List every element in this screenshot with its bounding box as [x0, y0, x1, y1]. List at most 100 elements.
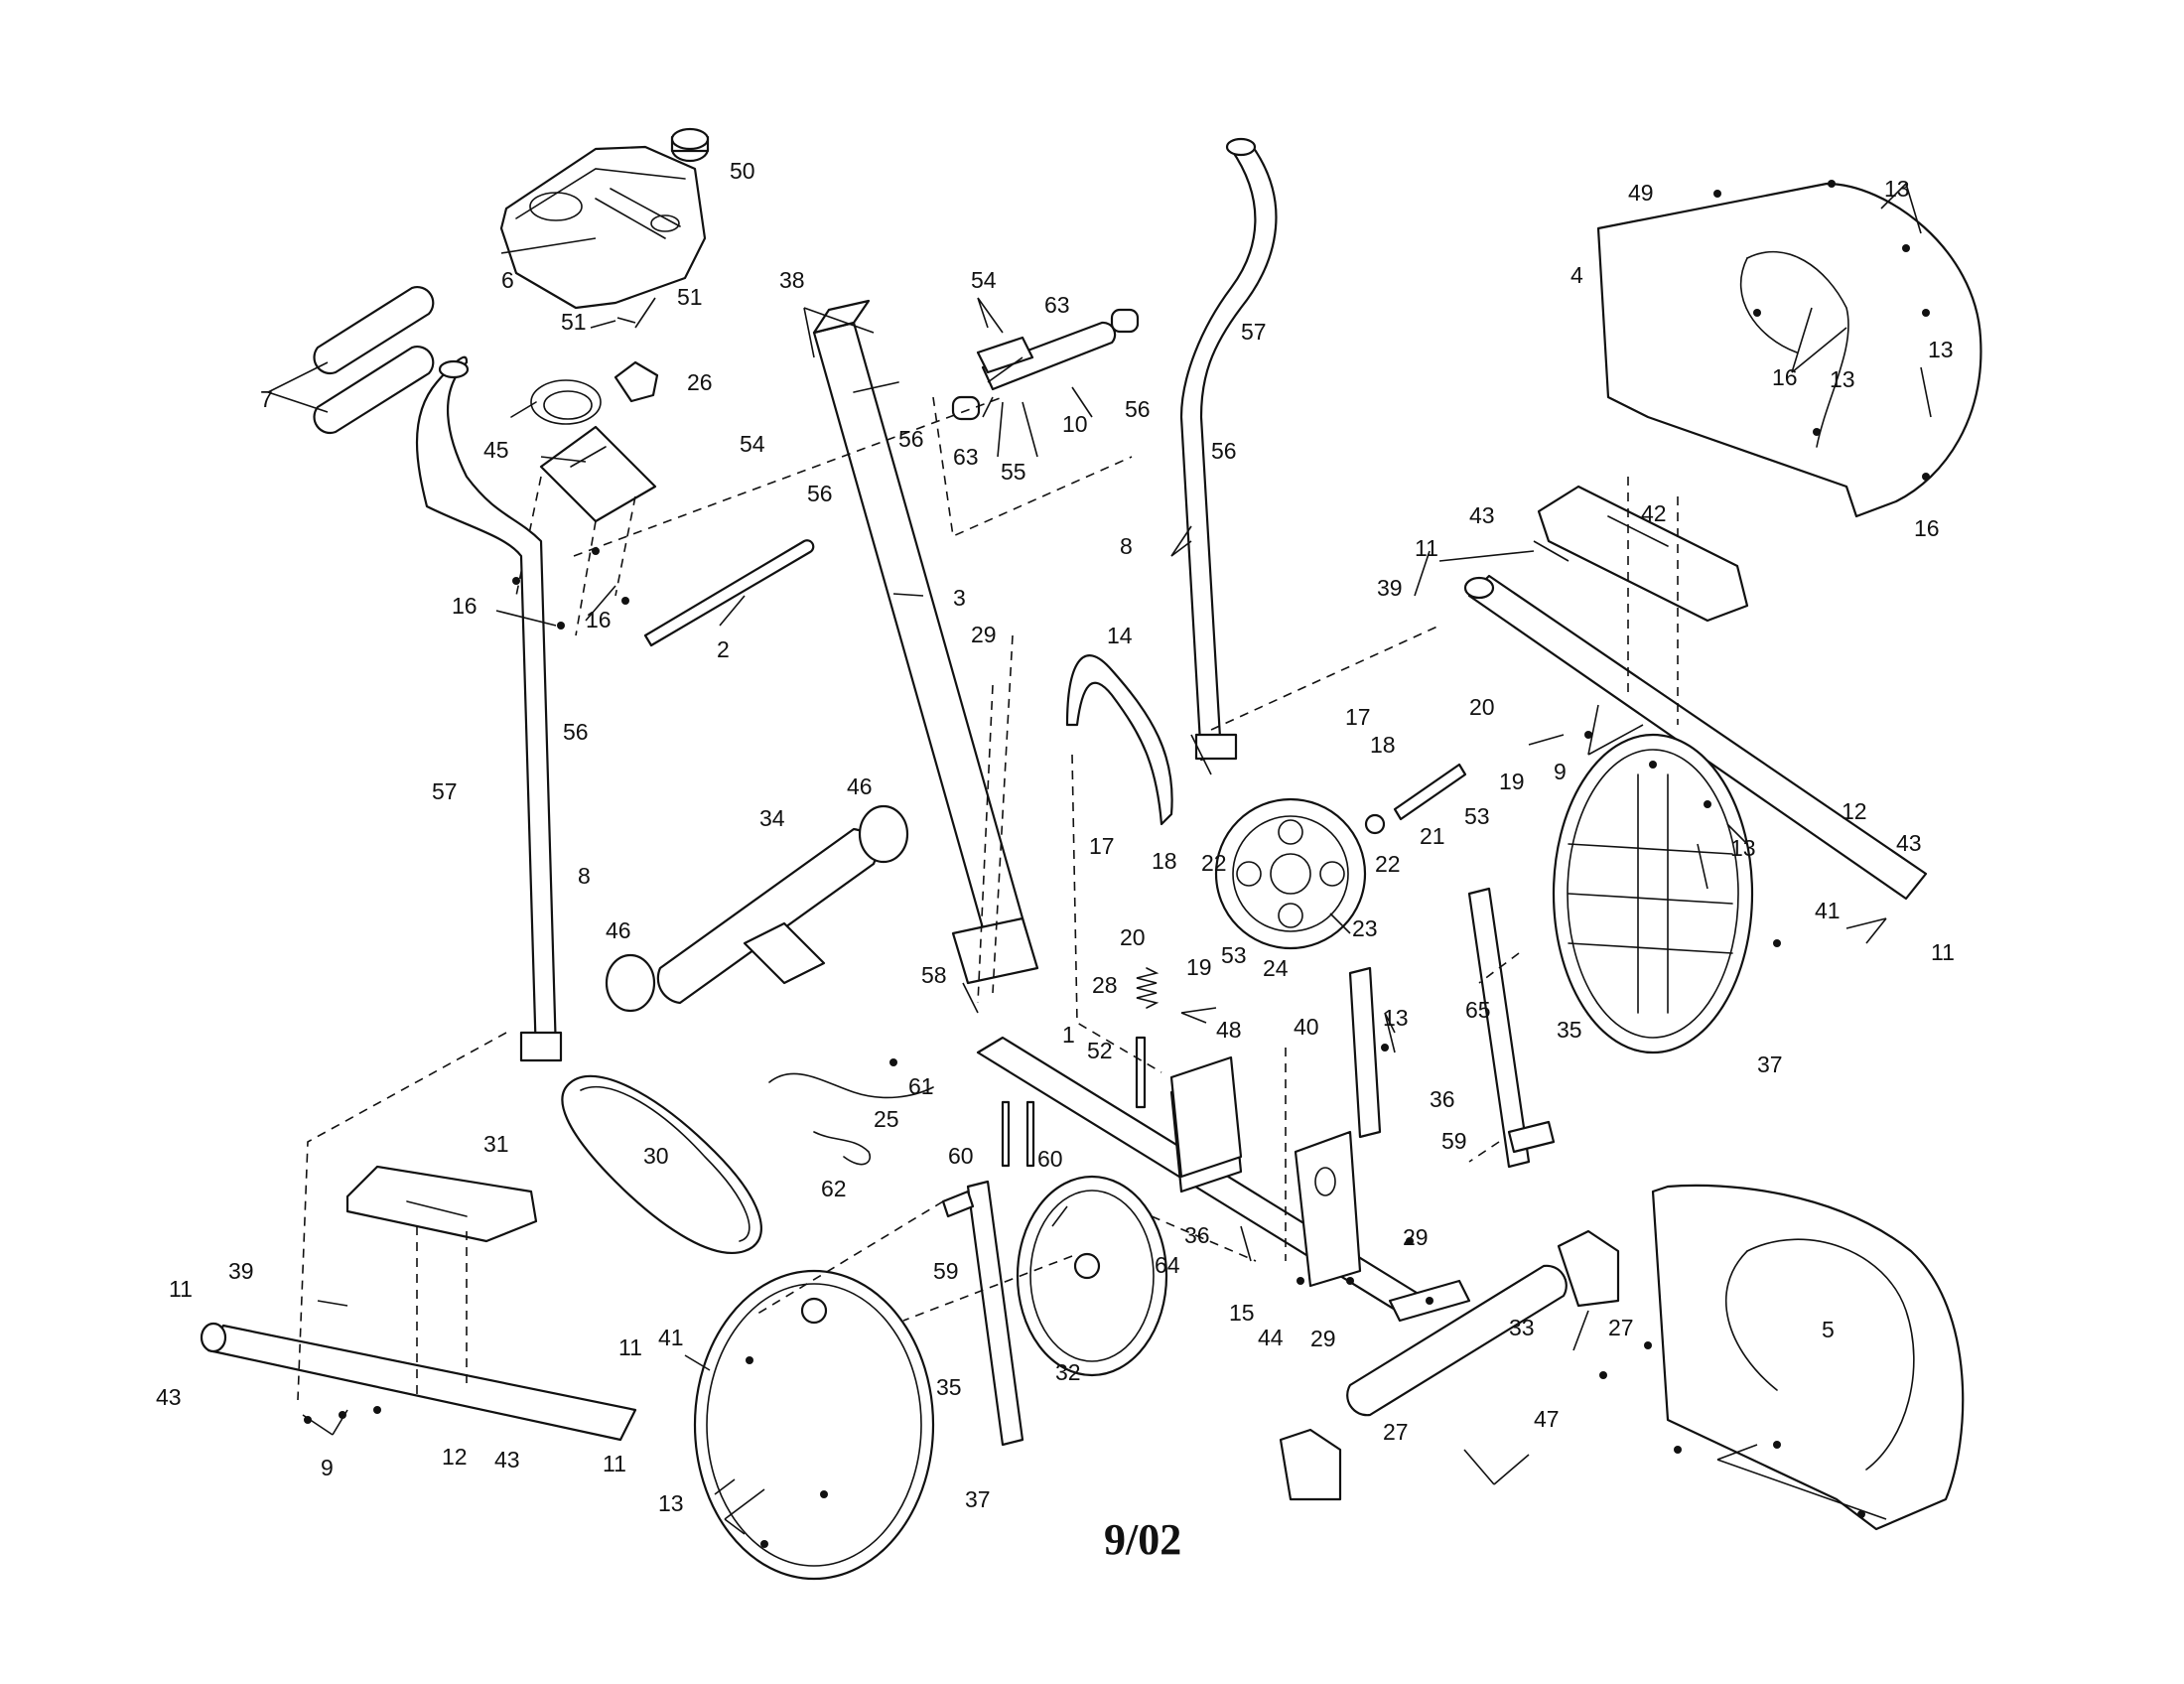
end-cap-part-2	[605, 953, 656, 1013]
callout-19: 19	[1499, 769, 1525, 794]
callout-1: 1	[1062, 1022, 1075, 1048]
right-flywheel-part	[1552, 733, 1754, 1054]
callout-39: 39	[228, 1258, 254, 1284]
callout-45: 45	[483, 437, 509, 463]
callout-49: 49	[1628, 180, 1654, 206]
callout-labels: 50 6 7 51 51 26 45 16 16 38 54 54 63 63 …	[156, 158, 1955, 1516]
upright-post-part	[812, 299, 1039, 985]
callout-59: 59	[933, 1258, 959, 1284]
console-bracket-part	[510, 360, 659, 636]
sensor-wire-part	[768, 1072, 934, 1166]
callout-37: 37	[965, 1486, 991, 1512]
callout-36: 36	[1184, 1222, 1210, 1248]
callout-29: 29	[971, 622, 997, 647]
callout-9: 9	[1554, 759, 1567, 784]
left-flywheel-part	[693, 1269, 935, 1581]
upper-axle-part	[643, 539, 815, 647]
callout-11: 11	[1415, 535, 1438, 561]
callout-47: 47	[1534, 1406, 1560, 1432]
callout-23: 23	[1352, 915, 1378, 941]
callout-17: 17	[1345, 704, 1371, 730]
callout-21: 21	[1420, 823, 1445, 849]
callout-14: 14	[1107, 623, 1133, 648]
callout-54: 54	[971, 267, 997, 293]
right-shroud-part	[1596, 182, 1982, 518]
foot-cap-part-2	[1279, 1428, 1342, 1501]
pulley-part	[1214, 797, 1367, 950]
callout-56: 56	[563, 719, 589, 745]
callout-35: 35	[1557, 1017, 1582, 1043]
drive-belt-part	[561, 1074, 762, 1254]
callout-4: 4	[1570, 262, 1583, 288]
callout-18: 18	[1370, 732, 1396, 758]
left-upper-arm-part	[415, 355, 563, 1062]
callout-55: 55	[1001, 459, 1026, 485]
callout-36: 36	[1430, 1086, 1455, 1112]
callout-7: 7	[260, 386, 273, 412]
drive-pulley-part	[1016, 1175, 1168, 1377]
callout-16: 16	[586, 607, 612, 632]
callout-61: 61	[908, 1073, 934, 1099]
callout-27: 27	[1608, 1315, 1634, 1340]
callout-37: 37	[1757, 1052, 1783, 1077]
callout-31: 31	[483, 1131, 509, 1157]
rear-stabilizer-part	[656, 827, 878, 1005]
callout-17: 17	[1089, 833, 1115, 859]
callout-19: 19	[1186, 954, 1212, 980]
callout-43: 43	[1896, 830, 1922, 856]
callout-25: 25	[874, 1106, 899, 1132]
callout-38: 38	[779, 267, 805, 293]
right-upper-arm-part	[1179, 137, 1278, 762]
callout-56: 56	[1125, 396, 1151, 422]
console-part	[499, 145, 707, 310]
callout-60: 60	[948, 1143, 974, 1169]
callout-56: 56	[807, 481, 833, 506]
callout-50: 50	[730, 158, 755, 184]
callout-24: 24	[1263, 955, 1289, 981]
callout-22: 22	[1201, 850, 1227, 876]
pivot-axle-part	[951, 308, 1140, 421]
callout-48: 48	[1216, 1017, 1242, 1043]
right-pedal-arm-part	[1463, 574, 1928, 901]
callout-60: 60	[1037, 1146, 1063, 1172]
callout-56: 56	[898, 426, 924, 452]
diagram-date: 9/02	[1104, 1515, 1181, 1564]
idler-axle-part	[1364, 763, 1467, 835]
callout-16: 16	[1914, 515, 1940, 541]
left-shroud-part	[1651, 1184, 1965, 1531]
callout-63: 63	[1044, 292, 1070, 318]
callout-11: 11	[1931, 939, 1955, 965]
callout-16: 16	[1772, 364, 1798, 390]
callout-53: 53	[1221, 942, 1247, 968]
spring-part	[1135, 967, 1160, 1109]
callout-6: 6	[501, 267, 514, 293]
bolt-part	[1001, 1100, 1035, 1168]
tension-knob-part	[670, 127, 710, 163]
callout-54: 54	[740, 431, 765, 457]
callout-18: 18	[1152, 848, 1177, 874]
leader-lines	[267, 183, 1932, 1535]
callout-11: 11	[169, 1276, 193, 1302]
callout-41: 41	[658, 1325, 684, 1350]
callout-13: 13	[1383, 1005, 1409, 1031]
foam-grips-part	[313, 286, 435, 435]
callout-42: 42	[1641, 500, 1667, 526]
callout-28: 28	[1092, 972, 1118, 998]
callout-13: 13	[1730, 835, 1756, 861]
callout-9: 9	[321, 1455, 334, 1480]
callout-13: 13	[658, 1490, 684, 1516]
callout-64: 64	[1155, 1252, 1180, 1278]
callout-59: 59	[1441, 1128, 1467, 1154]
callout-53: 53	[1464, 803, 1490, 829]
callout-52: 52	[1087, 1038, 1113, 1063]
left-upright-leg-part	[941, 1180, 1024, 1447]
callout-13: 13	[1928, 337, 1954, 362]
callout-27: 27	[1383, 1419, 1409, 1445]
hardware-markers	[304, 180, 1930, 1548]
chain-guard-part	[1065, 654, 1173, 826]
callout-22: 22	[1375, 851, 1401, 877]
callout-2: 2	[717, 636, 730, 662]
callout-40: 40	[1294, 1014, 1319, 1040]
